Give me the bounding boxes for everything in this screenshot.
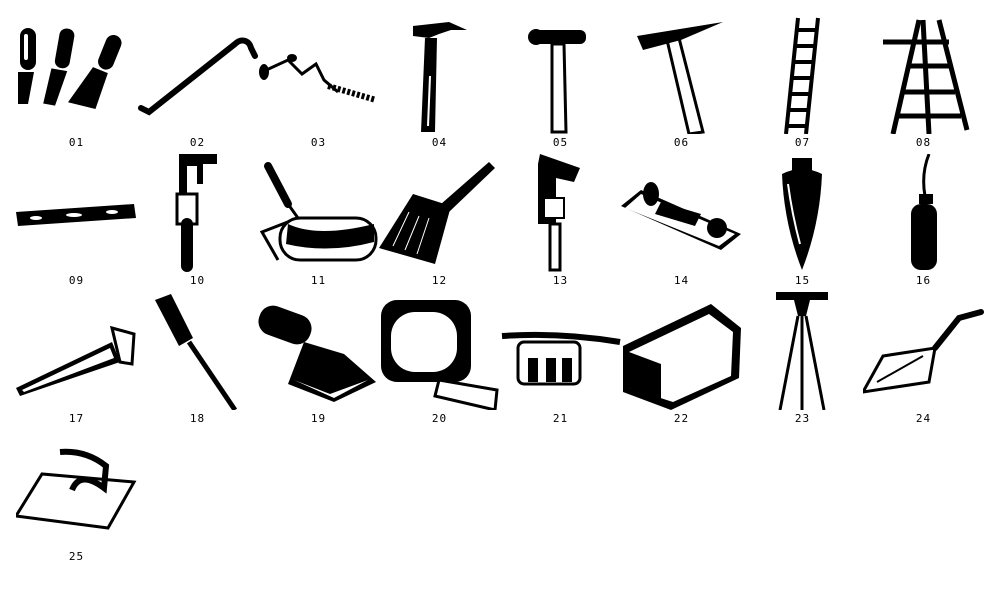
plumb-bob-icon <box>782 158 822 270</box>
tool-cell-24: 24 <box>863 282 984 425</box>
scraper-icon <box>258 305 376 402</box>
trowel-icon <box>863 309 984 394</box>
item-number: 19 <box>310 412 327 425</box>
oil-can-icon <box>911 154 937 270</box>
tool-cell-20: 20 <box>379 282 500 425</box>
tripod-level-icon <box>776 292 828 410</box>
tool-cell-03: 03 <box>258 6 379 149</box>
item-number: 13 <box>552 274 569 287</box>
item-number: 15 <box>794 274 811 287</box>
tool-cell-22: 22 <box>621 282 742 425</box>
tool-cell-14: 14 <box>621 144 742 287</box>
tool-cell-04: 04 <box>379 6 500 149</box>
tool-cell-18: 18 <box>137 282 258 425</box>
tool-cell-15: 15 <box>742 144 863 287</box>
tool-cell-11: 11 <box>258 144 379 287</box>
ball-peen-hammer-icon <box>528 29 586 134</box>
tool-cell-07: 07 <box>742 6 863 149</box>
item-number: 20 <box>431 412 448 425</box>
crowbar-icon <box>138 37 258 116</box>
tool-cell-25: 25 <box>16 420 137 563</box>
item-number: 16 <box>915 274 932 287</box>
tool-cell-05: 05 <box>500 6 621 149</box>
hand-drill-icon <box>259 54 377 103</box>
tool-cell-13: 13 <box>500 144 621 287</box>
tool-cell-01: 01 <box>16 6 137 149</box>
tool-cell-19: 19 <box>258 282 379 425</box>
item-number: 14 <box>673 274 690 287</box>
paint-roller-icon <box>259 162 378 262</box>
item-number: 18 <box>189 412 206 425</box>
chisels-icon <box>18 28 122 110</box>
screwdriver-icon <box>155 294 238 410</box>
toolbox-icon <box>623 304 741 410</box>
item-number: 25 <box>68 550 85 563</box>
tape-measure-icon <box>381 300 499 410</box>
tool-cell-08: 08 <box>863 6 984 149</box>
tool-cell-06: 06 <box>621 6 742 149</box>
tool-cell-16: 16 <box>863 144 984 287</box>
item-number: 10 <box>189 274 206 287</box>
item-number: 24 <box>915 412 932 425</box>
tool-cell-17: 17 <box>16 282 137 425</box>
tool-cell-23: 23 <box>742 282 863 425</box>
item-number: 07 <box>794 136 811 149</box>
item-number: 05 <box>552 136 569 149</box>
claw-hammer-icon <box>413 22 467 132</box>
item-number: 01 <box>68 136 85 149</box>
ladder-icon <box>784 17 820 134</box>
step-ladder-icon <box>883 19 970 134</box>
hand-saw-icon <box>16 325 136 396</box>
item-number: 17 <box>68 412 85 425</box>
item-number: 02 <box>189 136 206 149</box>
wood-plane-icon <box>621 182 741 250</box>
tool-cell-12: 12 <box>379 144 500 287</box>
pipe-wrench-icon <box>538 154 580 272</box>
spirit-level-icon <box>16 204 136 226</box>
paint-brush-icon <box>379 162 495 264</box>
item-number: 21 <box>552 412 569 425</box>
item-number: 12 <box>431 274 448 287</box>
tool-cell-10: 10 <box>137 144 258 287</box>
tool-belt-icon <box>501 331 621 386</box>
adjustable-wrench-icon <box>175 154 217 272</box>
item-number: 06 <box>673 136 690 149</box>
item-number: 22 <box>673 412 690 425</box>
float-trowel-icon <box>16 448 137 530</box>
item-number: 09 <box>68 274 85 287</box>
mason-hammer-icon <box>637 22 723 134</box>
item-number: 23 <box>794 412 811 425</box>
tool-cell-21: 21 <box>500 282 621 425</box>
item-number: 03 <box>310 136 327 149</box>
tool-cell-09: 09 <box>16 144 137 287</box>
tool-cell-02: 02 <box>137 6 258 149</box>
item-number: 11 <box>310 274 327 287</box>
item-number: 04 <box>431 136 448 149</box>
item-number: 08 <box>915 136 932 149</box>
